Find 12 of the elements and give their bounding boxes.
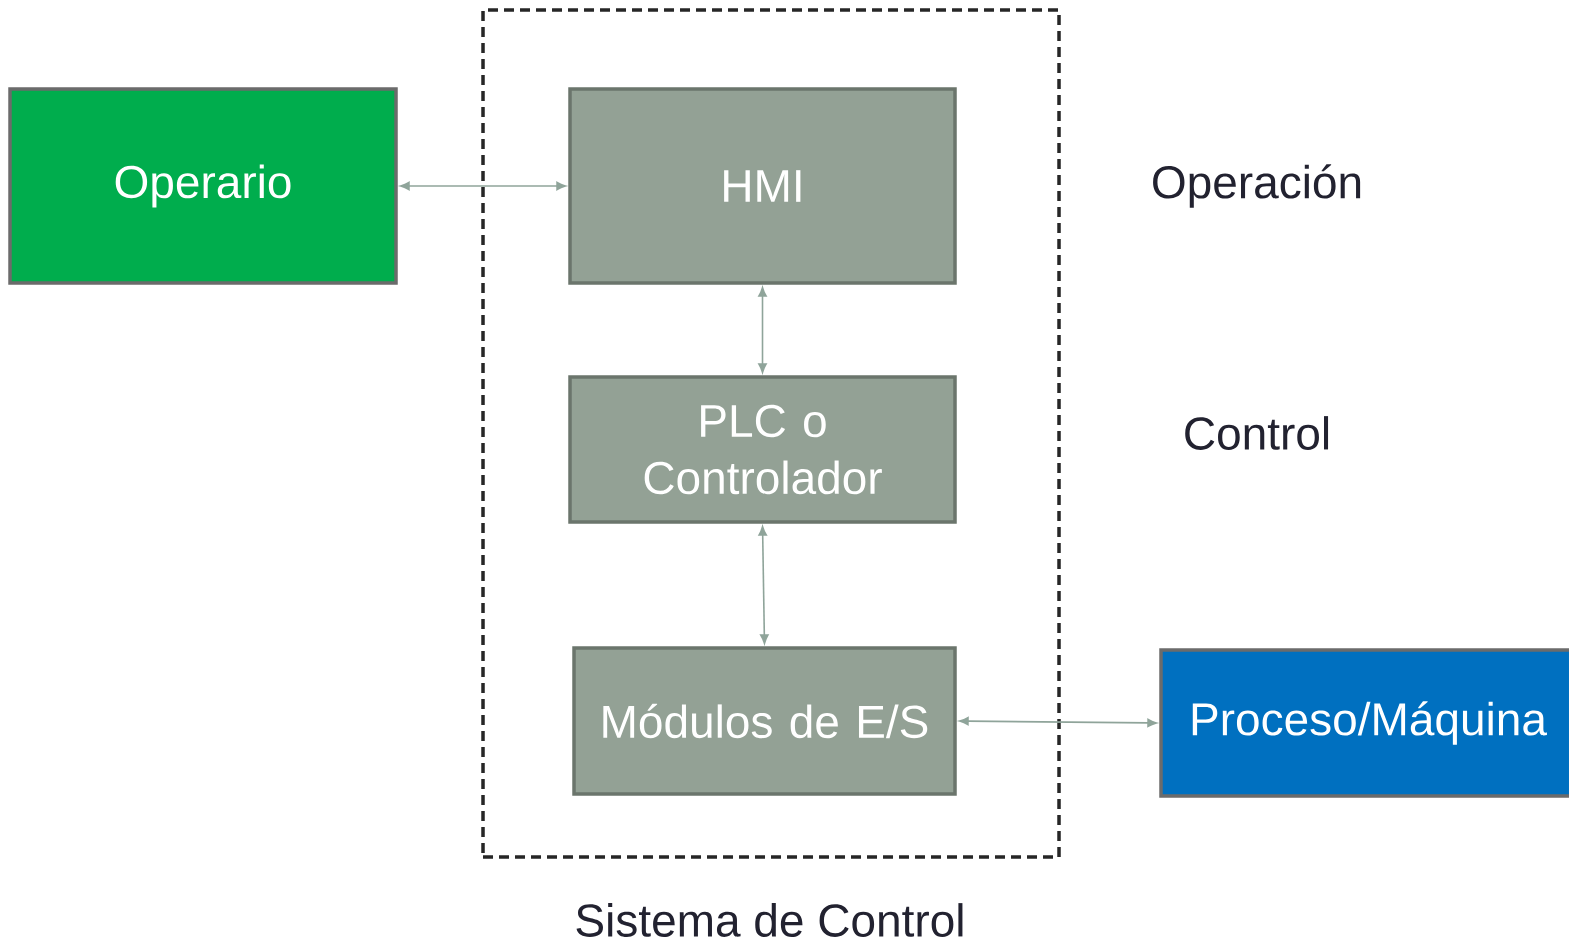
process-box: Operario <box>8 87 398 285</box>
process-box: HMI <box>568 87 957 285</box>
process-box: PLC o Controlador <box>568 375 957 524</box>
process-box: Módulos de E/S <box>572 646 957 796</box>
arrow <box>758 525 769 645</box>
layer-label: Control <box>1185 416 1329 450</box>
arrow <box>399 181 567 191</box>
arrow <box>958 716 1158 728</box>
group-title: Sistema de Control <box>576 903 963 937</box>
layer-label: Operación <box>1153 164 1361 208</box>
process-box: Proceso/Máquina <box>1159 648 1569 798</box>
arrow <box>758 286 767 374</box>
